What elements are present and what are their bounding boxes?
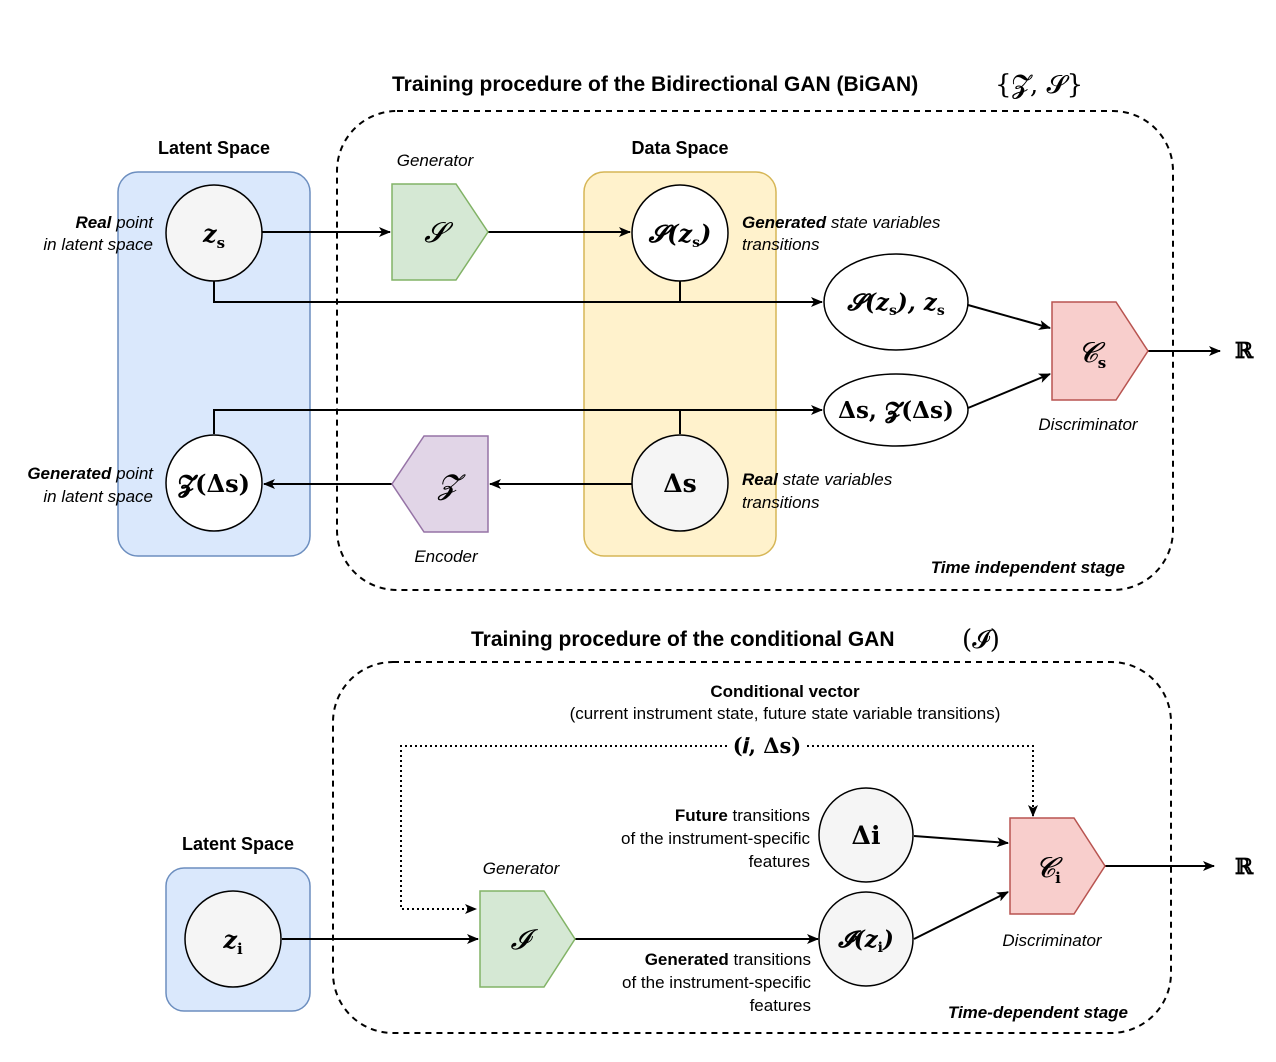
bottom-title: Training procedure of the conditional GA…: [471, 628, 895, 651]
real-point-text-line2: in latent space: [43, 235, 153, 254]
node-encoded-z-ds-label: 𝓩(Δs): [178, 469, 250, 498]
node-future-di-label: Δi: [852, 821, 881, 850]
future-transitions-text-line2: of the instrument-specific: [621, 829, 810, 848]
generated-transitions-text-line2: transitions: [742, 235, 820, 254]
time-dependent-stage-label: Time-dependent stage: [948, 1003, 1128, 1022]
node-generated-i-zi-label: 𝓘(zi): [837, 926, 894, 956]
latent-space-region: [117, 171, 311, 557]
time-dependent-stage-box: [332, 661, 1172, 1034]
real-transitions-text: Real state variables: [742, 470, 893, 489]
edge-pair-real-to-disc: [967, 373, 1051, 409]
node-pair-real-label: Δs, 𝓩(Δs): [838, 397, 954, 424]
discriminator-ci: [1009, 817, 1106, 915]
data-space-label: Data Space: [631, 138, 728, 158]
discriminator-cs: [1051, 301, 1149, 401]
generator-s: [391, 183, 489, 281]
future-transitions-text: Future transitions: [675, 806, 810, 825]
node-zs: [165, 184, 263, 282]
node-real-ds-label: Δs: [663, 469, 696, 498]
time-independent-stage-label: Time independent stage: [931, 558, 1125, 577]
node-real-ds: [631, 434, 729, 532]
node-zs-label: zs: [202, 219, 225, 252]
encoder-caption: Encoder: [414, 547, 479, 566]
edge-zs-to-pair: [213, 281, 823, 307]
real-point-text: Real point: [75, 213, 154, 232]
node-generated-i-zi: [818, 891, 914, 987]
edge-generated-to-disc: [913, 891, 1009, 940]
generated-transitions-bottom-text-line2: of the instrument-specific: [622, 973, 811, 992]
generated-point-text-line2: in latent space: [43, 487, 153, 506]
real-transitions-text-line2: transitions: [742, 493, 820, 512]
top-title-math: {𝓩, 𝓢}: [995, 70, 1083, 100]
edge-encoded-to-pair: [213, 405, 823, 434]
node-zi-label: zi: [222, 925, 243, 958]
node-pair-generated: [823, 253, 969, 351]
output-reals-bottom: ℝ: [1235, 854, 1254, 880]
node-encoded-z-ds: [165, 434, 263, 532]
top-section: Training procedure of the Bidirectional …: [27, 70, 1254, 591]
edge-pair-gen-to-disc: [967, 304, 1051, 330]
edge-future-to-disc: [913, 835, 1009, 848]
edge-conditional-to-discriminator: [807, 745, 1038, 817]
node-generated-s-zs: [631, 184, 729, 282]
conditional-vector-math: (𝒊, Δs): [733, 733, 802, 758]
output-reals-top: ℝ: [1235, 338, 1254, 364]
bottom-section: Training procedure of the conditional GA…: [165, 625, 1254, 1034]
latent-space-label-bottom: Latent Space: [182, 834, 294, 854]
time-independent-stage-box: [336, 110, 1174, 591]
top-title: Training procedure of the Bidirectional …: [392, 73, 918, 96]
edge-conditional-to-generator: [400, 745, 727, 914]
generated-point-text: Generated point: [27, 464, 154, 483]
discriminator-caption-bottom: Discriminator: [1002, 931, 1103, 950]
discriminator-caption: Discriminator: [1038, 415, 1139, 434]
generated-transitions-bottom-text: Generated transitions: [645, 950, 811, 969]
node-zi: [184, 890, 282, 988]
latent-space-label: Latent Space: [158, 138, 270, 158]
node-future-di: [818, 787, 914, 883]
future-transitions-text-line3: features: [749, 852, 810, 871]
node-generated-s-zs-label: 𝓢(zs): [648, 219, 712, 251]
node-pair-real: [823, 373, 969, 447]
generator-caption-bottom: Generator: [483, 859, 561, 878]
encoder-z: [391, 435, 489, 533]
generator-caption: Generator: [397, 151, 475, 170]
conditional-vector-desc: (current instrument state, future state …: [570, 704, 1001, 723]
generator-i: [479, 890, 576, 988]
bottom-title-math: (𝓘): [962, 625, 1000, 655]
generated-transitions-text: Generated state variables: [742, 213, 941, 232]
generated-transitions-bottom-text-line3: features: [750, 996, 811, 1015]
conditional-vector-heading: Conditional vector: [710, 682, 860, 701]
node-pair-generated-label: 𝓢(zs), zs: [846, 289, 945, 319]
data-space-region: [583, 171, 777, 557]
